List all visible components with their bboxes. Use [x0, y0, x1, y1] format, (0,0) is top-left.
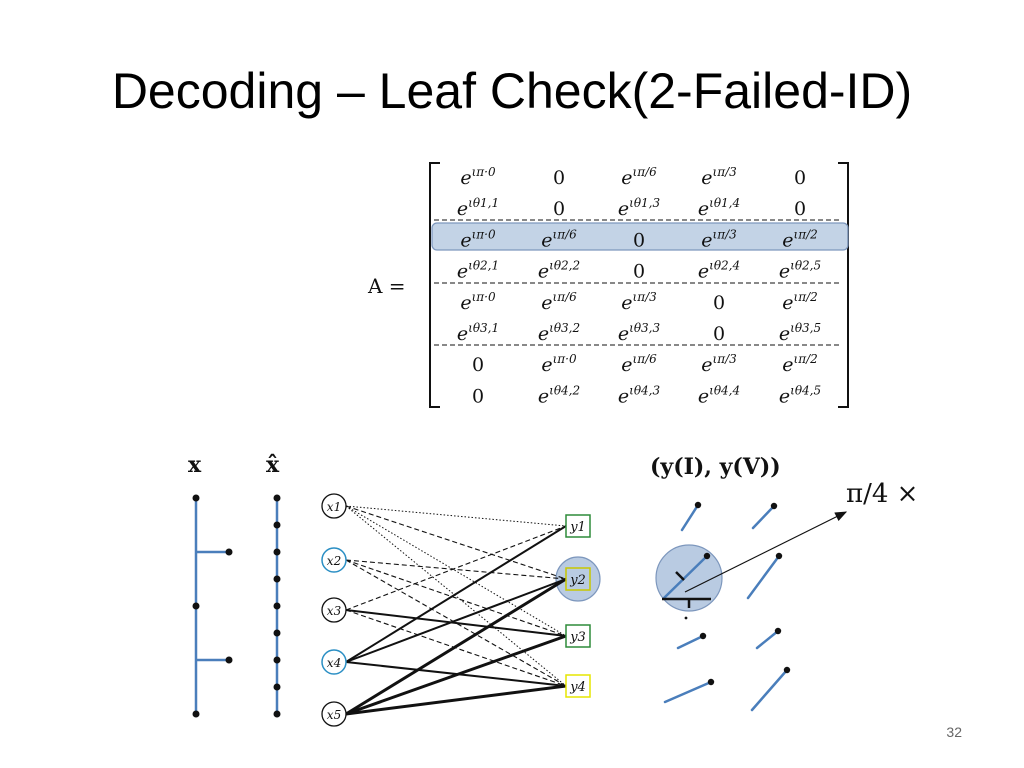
- matrix-cell: eιθ4,2: [538, 383, 580, 407]
- matrix-cell: 0: [472, 354, 484, 376]
- matrix-cell: eιπ·0: [460, 227, 496, 251]
- edges-dotted: [345, 505, 567, 687]
- x-node: x3: [321, 597, 347, 623]
- vector: [680, 503, 700, 532]
- matrix-cell: eιθ3,3: [618, 321, 661, 345]
- matrix-cell: eιπ/2: [782, 227, 818, 251]
- matrix-cell: eιπ/3: [701, 165, 737, 189]
- matrix-cell: eιπ/3: [701, 227, 737, 251]
- svg-text:x5: x5: [327, 708, 341, 722]
- xhat-label: x̂: [266, 452, 280, 478]
- matrix-cell: 0: [633, 229, 645, 251]
- matrix-cell: eιθ2,2: [538, 259, 580, 283]
- matrix-cell: eιπ/6: [621, 352, 657, 376]
- annotation-arrow: [684, 511, 848, 593]
- small-dot: [684, 616, 688, 620]
- svg-text:y2: y2: [569, 573, 586, 588]
- matrix-cell: eιθ4,4: [698, 383, 740, 407]
- matrix-cell: eιθ4,3: [618, 383, 661, 407]
- svg-text:x4: x4: [327, 656, 341, 670]
- angle-marks: [662, 571, 711, 608]
- matrix-cell: 0: [472, 385, 484, 407]
- vector: [662, 554, 709, 600]
- vector-endpoints: [694, 501, 791, 686]
- matrix-cell: 0: [633, 261, 645, 283]
- matrix-cell: eιθ1,3: [618, 196, 661, 220]
- svg-text:y4: y4: [569, 680, 586, 695]
- matrix-cell: eιθ1,4: [698, 196, 740, 220]
- matrix-cell: eιθ1,1: [457, 196, 499, 220]
- x-label: x: [188, 452, 202, 478]
- x-node: x2: [321, 547, 347, 573]
- y-node: y1: [565, 514, 591, 538]
- matrix-cell: eιθ4,5: [779, 383, 821, 407]
- matrix-cell: 0: [553, 198, 565, 220]
- matrix-cell: eιπ/2: [782, 352, 818, 376]
- right-bracket: [838, 162, 849, 408]
- y-node: y3: [565, 624, 591, 648]
- vector-lines: [662, 503, 789, 712]
- matrix-cell: eιπ/3: [701, 352, 737, 376]
- matrix-cell: eιθ3,2: [538, 321, 580, 345]
- matrix-cells: eιπ·0 0 eιπ/6 eιπ/3 0 eιθ1,1 0 eιθ1,3 eιθ1,4 0 eιπ…: [457, 165, 821, 407]
- matrix-cell: eιπ·0: [541, 352, 577, 376]
- left-bracket: [429, 162, 440, 408]
- matrix-cell: eιθ3,1: [457, 321, 499, 345]
- vector-label: (y(I), y(V)): [650, 454, 781, 480]
- y-node: y2: [565, 567, 591, 591]
- svg-text:y1: y1: [569, 520, 586, 535]
- svg-text:y3: y3: [569, 630, 586, 645]
- vector: [750, 668, 789, 712]
- matrix-cell: eιπ/6: [621, 165, 657, 189]
- matrix-cell: eιπ·0: [460, 290, 496, 314]
- svg-text:x3: x3: [327, 604, 342, 618]
- edges-bold: [345, 577, 567, 716]
- x-tree-dots: [192, 494, 233, 718]
- matrix-cell: eιπ/6: [541, 290, 577, 314]
- svg-text:x2: x2: [327, 554, 341, 568]
- matrix-cell: eιπ/6: [541, 227, 577, 251]
- vector: [755, 629, 780, 650]
- vector: [746, 554, 781, 600]
- matrix-cell: 0: [794, 167, 806, 189]
- matrix-cell: eιπ·0: [460, 165, 496, 189]
- x-node: x1: [321, 493, 347, 519]
- matrix-cell: eιθ2,4: [698, 259, 740, 283]
- vector: [663, 680, 713, 704]
- matrix-row-highlight: [431, 222, 849, 251]
- y-node: y4: [565, 674, 591, 698]
- matrix-cell: eιπ/3: [621, 290, 657, 314]
- vector-highlight: [655, 544, 723, 612]
- matrix-label: A =: [367, 274, 406, 298]
- vector: [751, 504, 776, 530]
- matrix-cell: eιθ2,1: [457, 259, 499, 283]
- matrix-cell: eιθ2,5: [779, 259, 821, 283]
- xhat-tree-dots: [273, 494, 281, 718]
- matrix-cell: 0: [713, 292, 725, 314]
- x-node: x4: [321, 649, 347, 675]
- x-node: x5: [321, 701, 347, 727]
- slide-number: 32: [946, 724, 962, 740]
- matrix-cell: 0: [713, 323, 725, 345]
- slide-title: Decoding – Leaf Check(2-Failed-ID): [111, 63, 913, 119]
- matrix-cell: eιπ/2: [782, 290, 818, 314]
- matrix-cell: 0: [553, 167, 565, 189]
- matrix-cell: 0: [794, 198, 806, 220]
- svg-text:x1: x1: [327, 500, 341, 514]
- rotation-annotation: π/4 ×: [846, 479, 918, 509]
- matrix-cell: eιθ3,5: [779, 321, 821, 345]
- vector: [676, 634, 705, 650]
